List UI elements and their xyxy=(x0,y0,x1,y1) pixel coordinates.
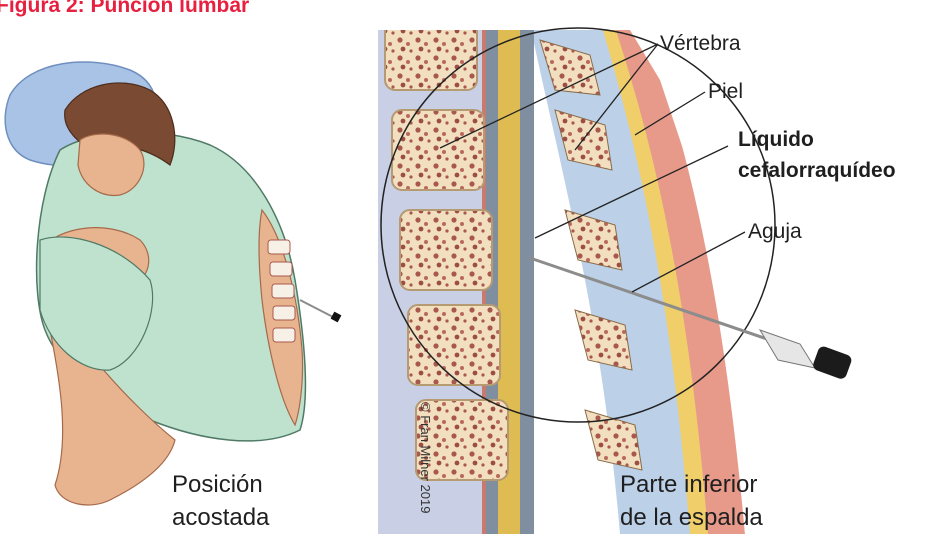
small-needle xyxy=(300,300,341,322)
caption-right-line1: Parte inferior xyxy=(620,468,757,501)
patient-figure xyxy=(5,62,341,505)
copyright-credit: © Fran Milner 2019 xyxy=(418,402,433,513)
caption-left-line2: acostada xyxy=(172,501,269,534)
label-skin: Piel xyxy=(708,79,743,104)
caption-left-line1: Posición xyxy=(172,468,263,501)
caption-right-line2: de la espalda xyxy=(620,501,763,534)
label-csf-line2: cefalorraquídeo xyxy=(738,158,896,183)
label-csf-line1: Líquido xyxy=(738,127,814,152)
label-vertebra: Vértebra xyxy=(660,31,741,56)
label-needle: Aguja xyxy=(748,219,802,244)
